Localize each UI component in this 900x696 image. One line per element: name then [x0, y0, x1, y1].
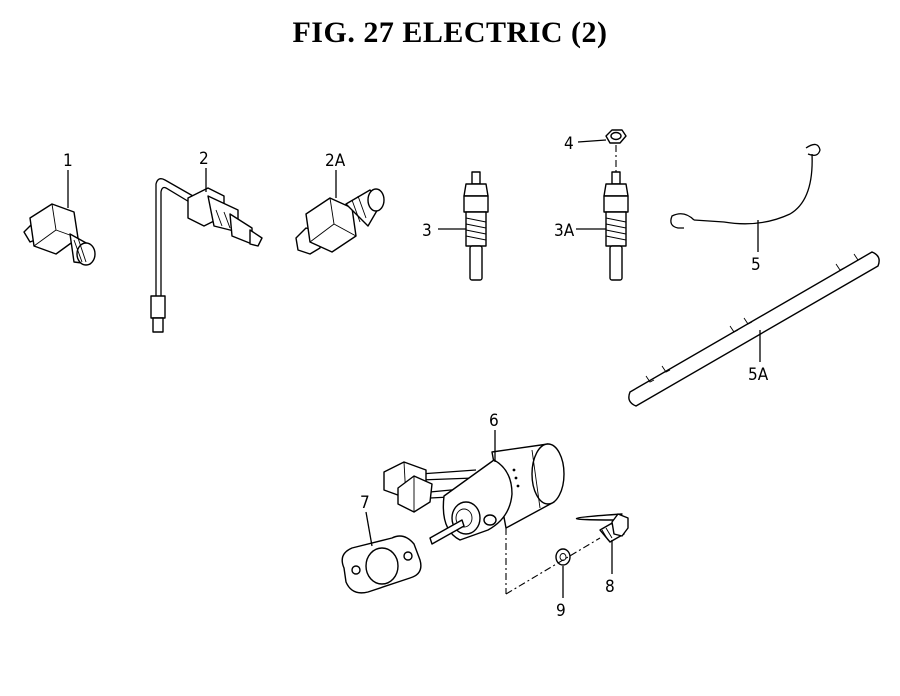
part-4-nut[interactable] — [605, 129, 627, 144]
callout-3: 3 — [422, 221, 432, 241]
callout-2a: 2A — [325, 151, 346, 171]
callout-6: 6 — [489, 411, 499, 431]
part-3-glow-plug[interactable] — [463, 171, 489, 281]
callout-2: 2 — [199, 149, 209, 169]
part-2-temperature-sender[interactable] — [150, 178, 263, 333]
part-5-wire-lead[interactable] — [670, 143, 821, 229]
part-5a-connector-plate[interactable] — [628, 251, 880, 407]
callout-8: 8 — [605, 577, 615, 597]
part-3a-glow-plug[interactable] — [603, 171, 629, 281]
callout-3a: 3A — [554, 221, 575, 241]
figure-title: FIG. 27 ELECTRIC (2) — [292, 16, 608, 49]
part-1-oil-pressure-switch[interactable] — [23, 203, 96, 266]
part-7-gasket[interactable] — [341, 535, 422, 594]
callout-9: 9 — [556, 601, 566, 621]
callout-5: 5 — [751, 255, 761, 275]
callout-7: 7 — [360, 493, 370, 513]
callout-1: 1 — [63, 151, 73, 171]
part-6-stop-solenoid[interactable] — [383, 443, 565, 545]
callout-4: 4 — [564, 134, 574, 154]
part-8-bolt[interactable] — [576, 513, 629, 543]
part-2a-temperature-switch[interactable] — [295, 188, 385, 255]
callout-5a: 5A — [748, 365, 769, 385]
